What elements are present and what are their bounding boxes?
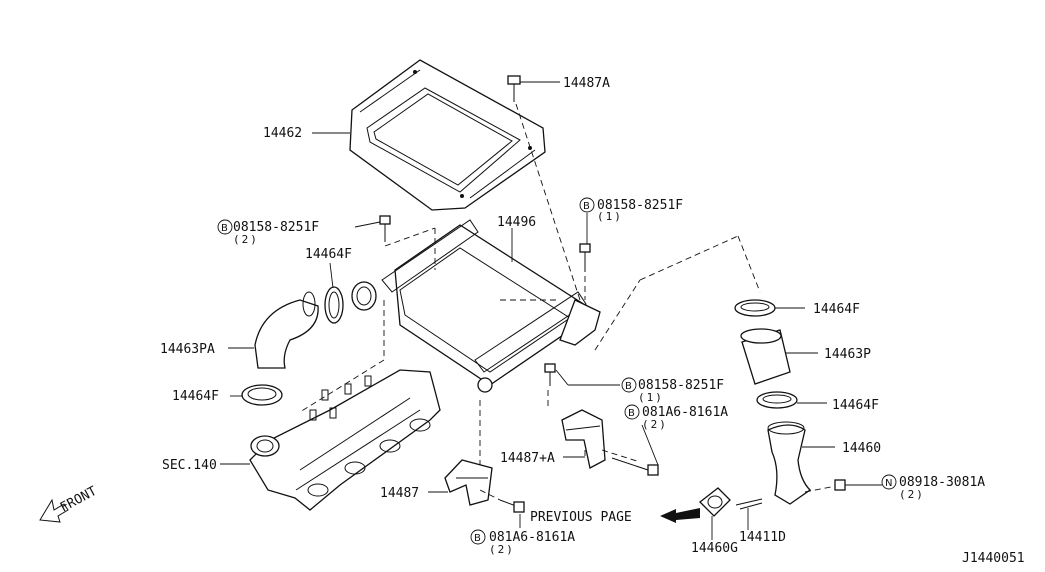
label-14464F-c: 14464F	[813, 302, 860, 317]
svg-text:08918-3081A: 08918-3081A	[899, 475, 985, 490]
bracket-14487	[444, 459, 493, 506]
nut-08918-3081A	[804, 479, 846, 493]
pipe-14460	[767, 421, 812, 505]
bracket-14487-plus-A	[561, 409, 606, 469]
label-sec140: SEC.140	[162, 458, 217, 473]
hose-14463P	[740, 328, 791, 385]
svg-text:B: B	[474, 533, 481, 544]
label-14462: 14462	[263, 126, 302, 141]
previous-page-arrow-icon[interactable]	[660, 508, 700, 523]
clamp-14464F-right-top	[734, 299, 776, 317]
label-14487-plus-A: 14487+A	[500, 451, 555, 466]
cover-frame-14462	[349, 59, 546, 211]
hose-14463PA	[254, 291, 319, 369]
svg-text:B: B	[221, 223, 228, 234]
svg-text:(1): (1)	[597, 210, 623, 223]
label-14463P: 14463P	[824, 347, 871, 362]
fastener-label-5: B 081A6-8161A (2)	[470, 529, 575, 556]
label-14460G: 14460G	[691, 541, 738, 556]
svg-text:08158-8251F: 08158-8251F	[233, 220, 319, 235]
svg-text:(2): (2)	[899, 488, 925, 501]
svg-text:B: B	[583, 201, 590, 212]
svg-text:08158-8251F: 08158-8251F	[597, 198, 683, 213]
label-14460: 14460	[842, 441, 881, 456]
label-14487A: 14487A	[563, 76, 610, 91]
bolt-08158-a	[379, 215, 391, 242]
bolt-08158-c	[544, 363, 556, 386]
svg-text:08158-8251F: 08158-8251F	[638, 378, 724, 393]
diagram-ref-code: J1440051	[962, 551, 1025, 566]
svg-text:(2): (2)	[233, 233, 259, 246]
label-previous-page[interactable]: PREVIOUS PAGE	[530, 510, 632, 525]
clamp-14464F-right-bottom	[756, 391, 798, 409]
label-14487: 14487	[380, 486, 419, 501]
intercooler-14496	[351, 219, 601, 393]
fastener-label-2: B 08158-8251F (1)	[579, 197, 683, 223]
fastener-label-3: B 08158-8251F (1)	[621, 377, 724, 404]
svg-text:B: B	[628, 408, 635, 419]
label-14464F-d: 14464F	[832, 398, 879, 413]
label-14411D: 14411D	[739, 530, 786, 545]
svg-text:081A6-8161A: 081A6-8161A	[489, 530, 575, 545]
front-arrow-icon	[39, 498, 69, 523]
label-front: FRONT	[58, 484, 100, 516]
label-14464F-b: 14464F	[172, 389, 219, 404]
svg-text:(2): (2)	[489, 543, 515, 556]
label-14496: 14496	[497, 215, 536, 230]
intake-manifold-sec140	[249, 369, 441, 511]
svg-text:(1): (1)	[638, 391, 664, 404]
clamp-14464F-left-bottom	[241, 384, 283, 406]
bolt-081A6-right	[611, 457, 659, 476]
clamp-14464F-left-top	[324, 286, 344, 324]
svg-text:B: B	[625, 381, 632, 392]
label-14463PA: 14463PA	[160, 342, 215, 357]
gasket-14460G	[699, 487, 731, 517]
svg-text:(2): (2)	[642, 418, 668, 431]
fastener-label-6: N 08918-3081A (2)	[881, 474, 985, 501]
bolt-14487A	[507, 75, 521, 102]
fastener-label-1: B 08158-8251F (2)	[217, 219, 319, 246]
label-14464F-a: 14464F	[305, 247, 352, 262]
stud-14411D	[735, 498, 763, 510]
fastener-label-4: B 081A6-8161A (2)	[624, 404, 728, 431]
svg-text:N: N	[885, 478, 892, 489]
bolt-081A6-bottom	[499, 499, 525, 513]
svg-text:081A6-8161A: 081A6-8161A	[642, 405, 728, 420]
bolt-08158-b	[579, 243, 591, 272]
